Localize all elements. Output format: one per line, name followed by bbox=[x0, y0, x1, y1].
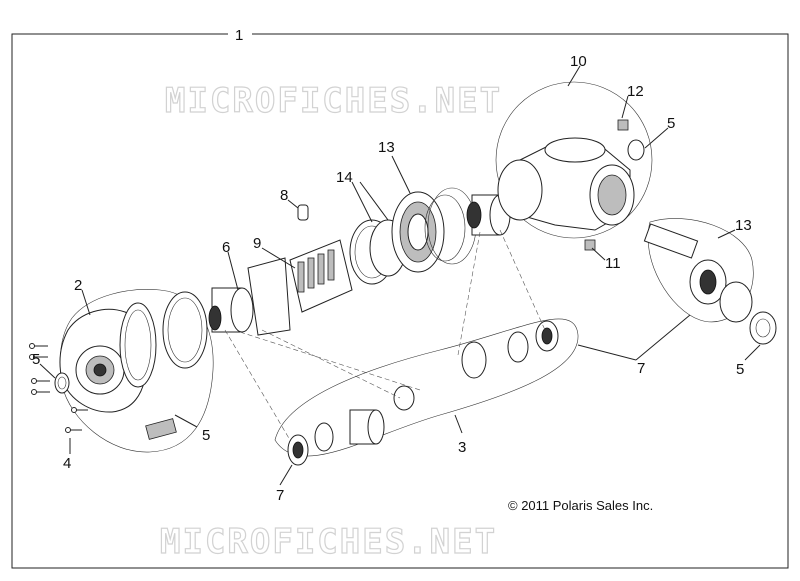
copyright-notice: © 2011 Polaris Sales Inc. bbox=[508, 498, 653, 513]
roller-cage bbox=[289, 239, 353, 313]
bearing-carrier bbox=[208, 287, 254, 333]
pinion-assembly bbox=[643, 218, 754, 323]
callout-13-gear: 13 bbox=[378, 139, 395, 156]
vent-fitting bbox=[617, 119, 629, 131]
callout-7-bottom: 7 bbox=[276, 487, 284, 504]
callout-8: 8 bbox=[280, 187, 288, 204]
alignment-lines bbox=[224, 229, 546, 441]
callout-4: 4 bbox=[63, 455, 71, 472]
rear-housing bbox=[495, 81, 653, 239]
callout-11: 11 bbox=[605, 255, 621, 272]
front-housing-group bbox=[59, 289, 214, 453]
seal-left bbox=[54, 372, 70, 394]
callout-3: 3 bbox=[458, 439, 466, 456]
armature-plate bbox=[247, 257, 291, 336]
watermark-top: MICROFICHES.NET bbox=[165, 81, 502, 121]
callout-5-left: 5 bbox=[32, 351, 40, 368]
callout-13-pinion: 13 bbox=[735, 217, 752, 234]
callout-14: 14 bbox=[336, 169, 353, 186]
drain-plug bbox=[584, 239, 596, 251]
callout-12: 12 bbox=[627, 83, 644, 100]
ring-gear bbox=[391, 191, 445, 273]
callout-9: 9 bbox=[253, 235, 261, 252]
callout-6: 6 bbox=[222, 239, 230, 256]
callout-5-housing: 5 bbox=[202, 427, 210, 444]
seal-rear bbox=[627, 139, 645, 161]
assembly-frame bbox=[11, 33, 789, 569]
bearing-kit-balloon bbox=[274, 318, 579, 466]
callout-2: 2 bbox=[74, 277, 82, 294]
callout-7-right: 7 bbox=[637, 360, 645, 377]
callout-1: 1 bbox=[235, 27, 243, 44]
watermark-bottom: MICROFICHES.NET bbox=[160, 522, 497, 562]
pin bbox=[297, 204, 309, 221]
callout-5-rear: 5 bbox=[667, 115, 675, 132]
callout-10: 10 bbox=[570, 53, 587, 70]
bolt-set bbox=[29, 343, 88, 433]
leader-lines bbox=[39, 65, 761, 486]
callout-5-pinion: 5 bbox=[736, 361, 744, 378]
seal-pinion bbox=[749, 311, 777, 345]
